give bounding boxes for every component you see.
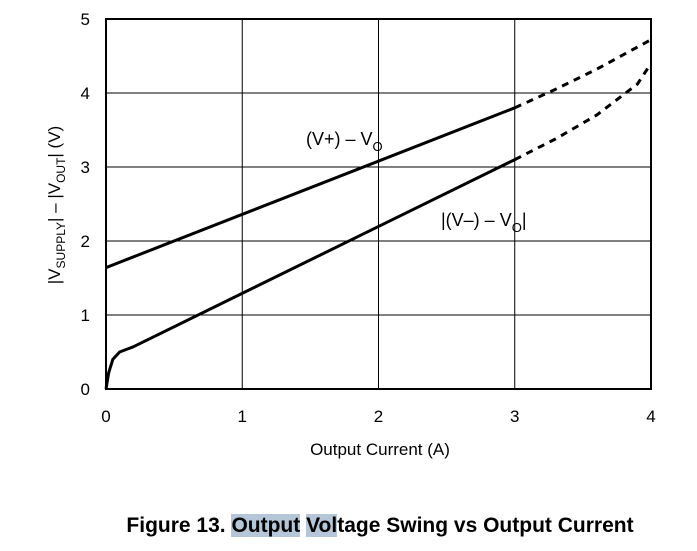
x-tick-label: 2 bbox=[374, 407, 383, 426]
x-axis-label: Output Current (A) bbox=[310, 440, 450, 459]
y-tick-label: 4 bbox=[81, 84, 90, 103]
caption-prefix: Figure 13. bbox=[126, 514, 232, 537]
y-tick-label: 1 bbox=[81, 306, 90, 325]
grid-lines bbox=[106, 19, 651, 389]
figure-caption: Figure 13. Output Voltage Swing vs Outpu… bbox=[0, 514, 697, 538]
series-0-dashed-line bbox=[514, 38, 652, 110]
x-tick-label: 4 bbox=[646, 407, 655, 426]
x-tick-label: 3 bbox=[510, 407, 519, 426]
y-axis-label: |VSUPPLY| – |VOUT| (V) bbox=[45, 126, 68, 284]
series-0-solid-line bbox=[105, 106, 516, 269]
x-tick-label: 1 bbox=[238, 407, 247, 426]
series-label-v-minus: |(V–) – VO| bbox=[441, 210, 527, 235]
chart-svg: 0 1 2 3 4 0 1 2 3 4 5 Output Current (A) |VSUPPLY… bbox=[45, 10, 656, 459]
y-tick-label: 3 bbox=[81, 158, 90, 177]
series-1-dashed-line bbox=[514, 62, 653, 161]
y-tick-label: 0 bbox=[81, 380, 90, 399]
y-tick-label: 5 bbox=[81, 10, 90, 29]
plot-frame bbox=[105, 18, 652, 390]
series-layer bbox=[104, 38, 653, 390]
caption-rest: tage Swing vs Output Current bbox=[337, 514, 634, 537]
x-tick-label: 0 bbox=[101, 407, 110, 426]
caption-highlight-1: Output bbox=[231, 514, 301, 537]
x-tick-labels: 0 1 2 3 4 bbox=[101, 407, 655, 426]
y-tick-label: 2 bbox=[81, 232, 90, 251]
caption-highlight-2: Vol bbox=[306, 514, 338, 537]
series-1-solid-line bbox=[104, 158, 516, 390]
series-label-v-plus: (V+) – VO bbox=[306, 129, 383, 154]
y-tick-labels: 0 1 2 3 4 5 bbox=[81, 10, 90, 399]
